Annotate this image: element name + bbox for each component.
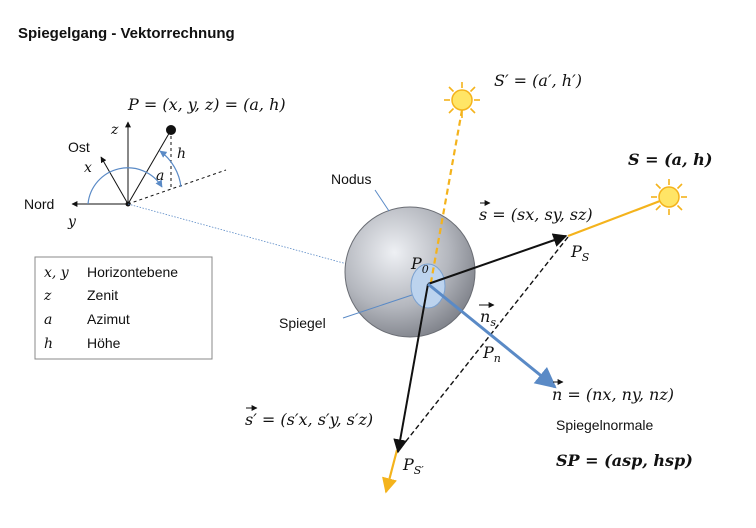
legend-desc-1: Zenit <box>87 287 118 303</box>
svg-text:s = (sx, sy, sz): s = (sx, sy, sz) <box>479 205 593 224</box>
normal-vector <box>427 282 557 389</box>
nodus-sphere <box>344 206 476 338</box>
axis-label-y: y <box>67 214 77 230</box>
formula-s-prime-vector: s′ = (s′x, s′y, s′z) <box>245 405 373 429</box>
legend-desc-2: Azimut <box>87 311 130 327</box>
axis-label-z: z <box>110 122 119 138</box>
azimuth-arc <box>87 167 163 205</box>
legend-sym-1: z <box>43 288 52 304</box>
formula-n-vector: n = (nx, ny, nz) <box>552 379 674 404</box>
label-spiegel: Spiegel <box>279 315 326 331</box>
label-ps-prime: PS′ <box>402 455 424 477</box>
label-pn: Pn <box>482 343 501 365</box>
axis-label-x: x <box>84 160 92 176</box>
angle-label-a: a <box>156 168 164 184</box>
label-ns-vector: ns <box>479 302 496 329</box>
legend-frame <box>34 256 213 360</box>
legend-box: x, y Horizontebene z Zenit a Azimut h Hö… <box>34 256 213 360</box>
axis-label-nord: Nord <box>24 196 54 212</box>
height-arc <box>159 150 182 188</box>
spiegel-pointer <box>342 294 413 319</box>
sun-icon <box>651 179 687 215</box>
svg-text:s′ = (s′x, s′y, s′z): s′ = (s′x, s′y, s′z) <box>245 410 373 429</box>
sun-ray <box>567 199 661 238</box>
projection-horizontal <box>127 169 227 205</box>
label-spiegelnormale: Spiegelnormale <box>556 417 653 433</box>
reflected-ray <box>382 449 399 494</box>
legend-desc-0: Horizontebene <box>87 264 178 280</box>
angle-label-h: h <box>177 146 186 162</box>
sun-prime-icon <box>444 82 480 118</box>
formula-point-p: P = (x, y, z) = (a, h) <box>127 95 286 114</box>
page-title: Spiegelgang - Vektorrechnung <box>18 25 235 42</box>
dashed-ps-ps-prime <box>398 236 569 451</box>
legend-sym-3: h <box>44 336 53 352</box>
axis-label-ost: Ost <box>68 139 90 155</box>
formula-sun-prime: S′ = (a′, h′) <box>494 71 582 90</box>
label-nodus: Nodus <box>331 171 371 187</box>
nodus-pointer <box>374 189 390 212</box>
vector-to-p <box>127 129 172 205</box>
formula-sp: SP = (asp, hsp) <box>556 451 693 470</box>
formula-s-vector: s = (sx, sy, sz) <box>479 200 593 224</box>
coordinate-system: z x Ost Nord y a h P = (x, y, z) = (a, h… <box>24 95 286 230</box>
svg-text:ns: ns <box>480 307 496 329</box>
x-axis <box>100 156 129 205</box>
sun-prime-ray <box>429 109 464 283</box>
vector-s-prime <box>393 283 429 454</box>
label-p0: P0 <box>410 254 429 276</box>
legend-sym-0: x, y <box>44 265 70 281</box>
label-ps: PS <box>570 242 590 264</box>
svg-text:n = (nx, ny, nz): n = (nx, ny, nz) <box>552 385 674 404</box>
legend-sym-2: a <box>44 312 52 328</box>
vector-s <box>427 233 568 285</box>
formula-sun: S = (a, h) <box>628 150 712 169</box>
legend-desc-3: Höhe <box>87 335 121 351</box>
